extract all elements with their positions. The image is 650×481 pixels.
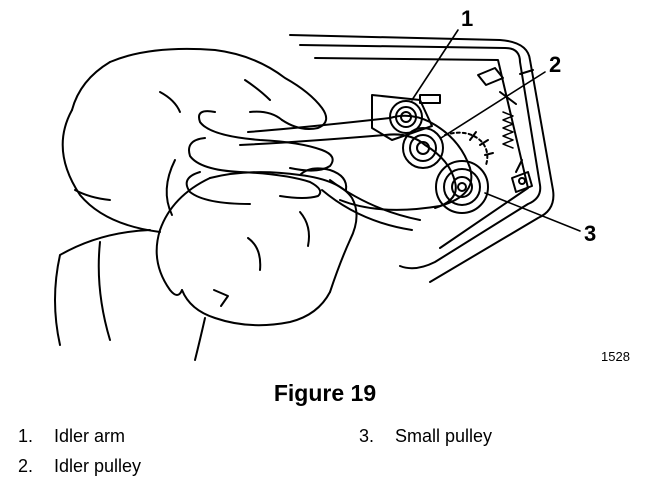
upper-hand (71, 47, 334, 205)
figure-id: 1528 (601, 349, 630, 364)
lower-hand (155, 167, 358, 327)
idler-arm (371, 94, 433, 141)
legend-label: Idler pulley (54, 456, 142, 476)
bracket (511, 159, 533, 193)
legend-number: 3. (359, 426, 375, 446)
belt (165, 114, 473, 231)
legend-label: Idler arm (54, 426, 126, 446)
legend-number: 1. (18, 426, 34, 446)
callout-2: 2 (549, 52, 562, 77)
mower-housing (289, 34, 555, 283)
callout-1: 1 (461, 6, 474, 31)
legend-label: Small pulley (395, 426, 493, 446)
legend-item-small-pulley: 3. Small pulley (359, 426, 492, 446)
spring (502, 111, 514, 149)
idler-pulley (402, 127, 494, 169)
legend-item-idler-arm: 1. Idler arm (18, 426, 125, 446)
leader-lines (411, 29, 581, 232)
callout-3: 3 (584, 221, 597, 246)
legend-number: 2. (18, 456, 34, 476)
small-pulley (435, 160, 489, 214)
belt-installation-illustration (54, 29, 581, 361)
legend-item-idler-pulley: 2. Idler pulley (18, 456, 141, 476)
figure-caption: Figure 19 (273, 380, 377, 406)
sleeve (54, 109, 206, 361)
